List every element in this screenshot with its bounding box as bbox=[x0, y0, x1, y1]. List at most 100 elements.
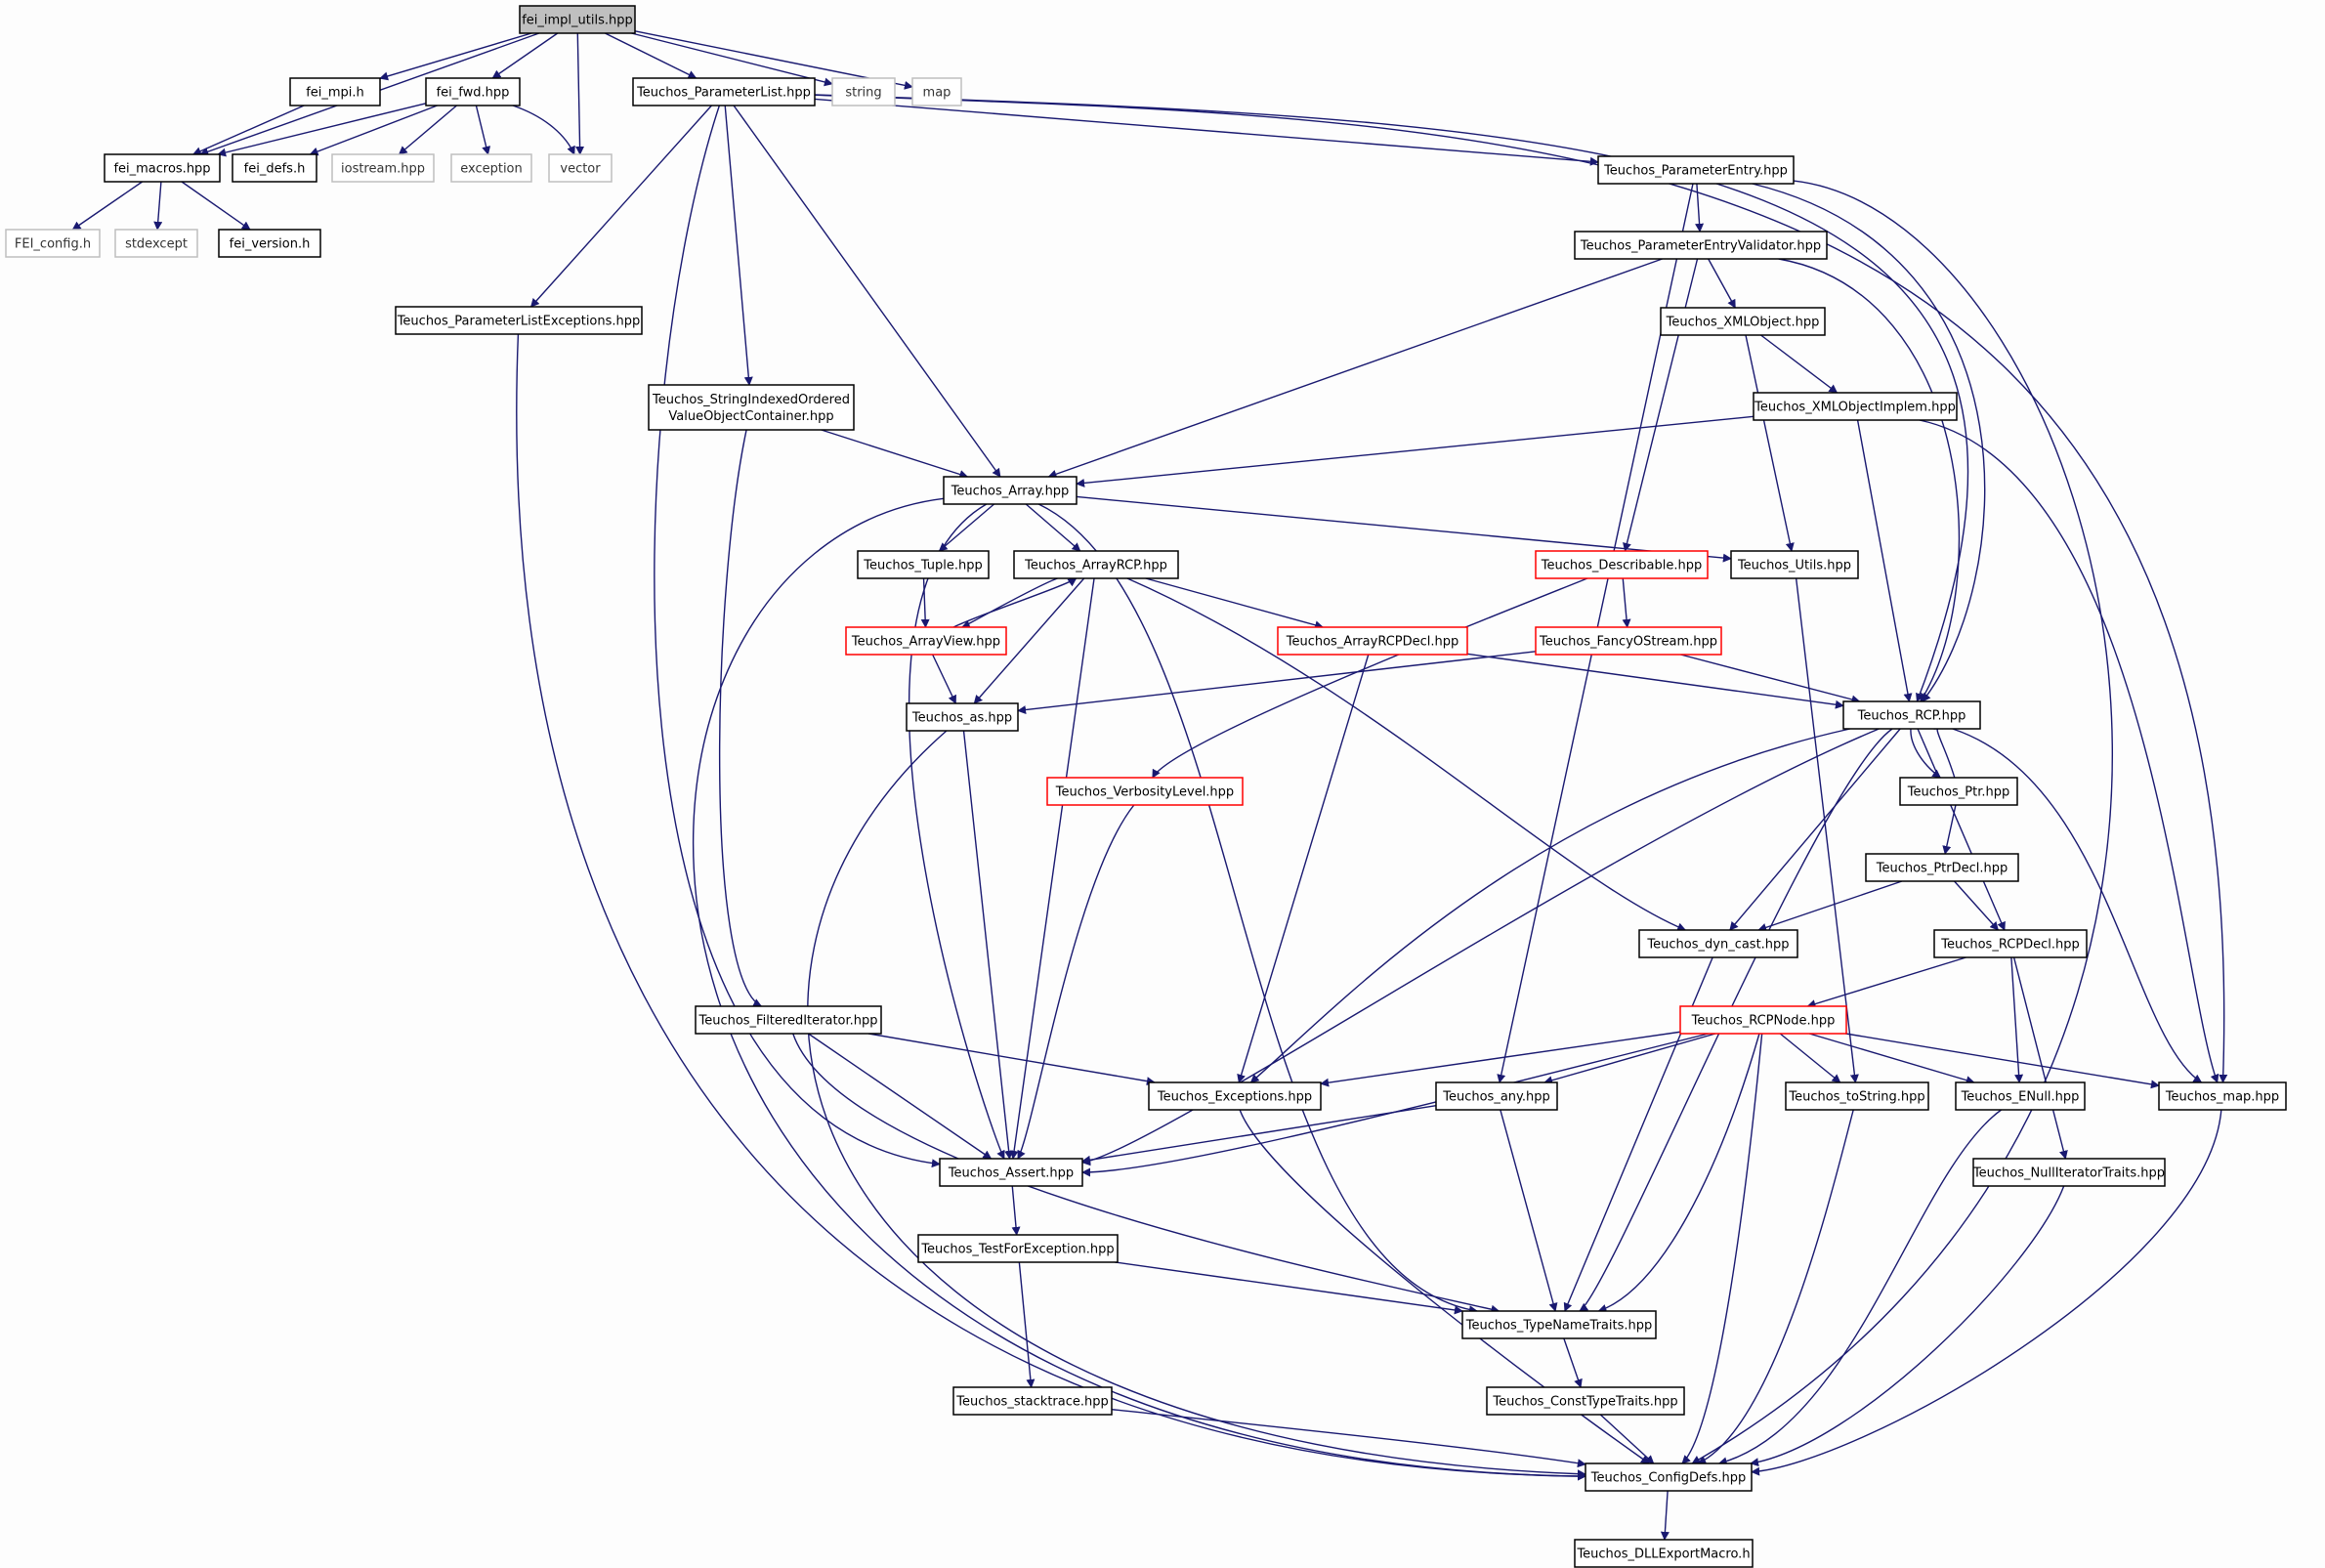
node-typename[interactable]: Teuchos_TypeNameTraits.hpp bbox=[1461, 1310, 1657, 1339]
node-arrayview[interactable]: Teuchos_ArrayView.hpp bbox=[845, 626, 1007, 656]
edge-fei_mpi-to-fei_macros bbox=[191, 105, 305, 155]
node-fei_macros[interactable]: fei_macros.hpp bbox=[104, 153, 221, 183]
edge-fancy-to-as bbox=[1017, 651, 1537, 715]
node-enull[interactable]: Teuchos_ENull.hpp bbox=[1955, 1081, 2086, 1111]
node-ptrdecl[interactable]: Teuchos_PtrDecl.hpp bbox=[1865, 853, 2019, 882]
edge-xmlimpl-to-rcp bbox=[1856, 419, 1913, 702]
edge-rcpnode-to-assert bbox=[1081, 1033, 1709, 1177]
node-stacktrace[interactable]: Teuchos_stacktrace.hpp bbox=[952, 1386, 1113, 1416]
edge-filtered-to-exceptions bbox=[867, 1033, 1156, 1086]
edge-plist_exc-to-configdefs bbox=[515, 333, 1586, 1481]
node-fei_version[interactable]: fei_version.h bbox=[218, 229, 321, 258]
node-plist_exc[interactable]: Teuchos_ParameterListExceptions.hpp bbox=[395, 306, 643, 335]
node-rcpdecl[interactable]: Teuchos_RCPDecl.hpp bbox=[1933, 929, 2088, 958]
edge-rcpdecl-to-nullit bbox=[2012, 956, 2068, 1160]
edge-array-to-typename bbox=[1037, 503, 1478, 1315]
node-label-root: fei_impl_utils.hpp bbox=[522, 14, 633, 28]
node-fei_fwd[interactable]: fei_fwd.hpp bbox=[425, 77, 521, 106]
node-label-tostring: Teuchos_toString.hpp bbox=[1788, 1090, 1924, 1105]
edge-pev-to-rcp bbox=[1778, 258, 1961, 702]
node-assert[interactable]: Teuchos_Assert.hpp bbox=[939, 1158, 1083, 1187]
node-box-pentry bbox=[1597, 155, 1795, 185]
node-exceptions[interactable]: Teuchos_Exceptions.hpp bbox=[1148, 1081, 1322, 1111]
node-utils[interactable]: Teuchos_Utils.hpp bbox=[1730, 550, 1859, 579]
node-tmap[interactable]: Teuchos_map.hpp bbox=[2158, 1081, 2287, 1111]
node-arcpdecl[interactable]: Teuchos_ArrayRCPDecl.hpp bbox=[1277, 626, 1468, 656]
node-as[interactable]: Teuchos_as.hpp bbox=[906, 702, 1019, 732]
node-label-sivoc-line0: Teuchos_StringIndexedOrdered bbox=[652, 393, 850, 407]
edge-rcp-to-exceptions bbox=[1249, 728, 1850, 1083]
edge-fei_fwd-to-exception bbox=[475, 105, 491, 155]
node-dllexport[interactable]: Teuchos_DLLExportMacro.h bbox=[1574, 1539, 1754, 1568]
node-box-vector bbox=[548, 153, 613, 183]
node-verbosity[interactable]: Teuchos_VerbosityLevel.hpp bbox=[1046, 777, 1244, 806]
node-label-consttype: Teuchos_ConstTypeTraits.hpp bbox=[1492, 1395, 1677, 1410]
node-pev[interactable]: Teuchos_ParameterEntryValidator.hpp bbox=[1574, 231, 1828, 260]
node-label-testexc: Teuchos_TestForException.hpp bbox=[920, 1243, 1114, 1257]
edge-arcp-to-as bbox=[973, 577, 1085, 704]
edge-array-to-utils bbox=[1076, 495, 1732, 563]
node-label-rcp: Teuchos_RCP.hpp bbox=[1857, 709, 1966, 724]
node-box-testexc bbox=[917, 1234, 1119, 1263]
node-testexc[interactable]: Teuchos_TestForException.hpp bbox=[917, 1234, 1119, 1263]
node-root[interactable]: fei_impl_utils.hpp bbox=[519, 5, 636, 34]
edge-ptrdecl-to-dyncast bbox=[1757, 880, 1903, 932]
edge-pentry-to-rcp bbox=[1752, 183, 1986, 702]
edge-enull-to-configdefs bbox=[1717, 1109, 2003, 1466]
node-label-rcpdecl: Teuchos_RCPDecl.hpp bbox=[1940, 938, 2080, 953]
edge-filtered-to-assert bbox=[808, 1033, 993, 1160]
node-ptr[interactable]: Teuchos_Ptr.hpp bbox=[1899, 777, 2018, 806]
node-nullit[interactable]: Teuchos_NullIteratorTraits.hpp bbox=[1972, 1158, 2166, 1187]
edge-any-to-assert bbox=[1081, 1105, 1437, 1165]
edge-tmap-to-configdefs bbox=[1751, 1109, 2222, 1476]
node-map: map bbox=[911, 77, 962, 106]
node-label-tmap: Teuchos_map.hpp bbox=[2165, 1090, 2279, 1105]
node-box-root bbox=[519, 5, 636, 34]
node-box-assert bbox=[939, 1158, 1083, 1187]
node-filtered[interactable]: Teuchos_FilteredIterator.hpp bbox=[695, 1005, 882, 1035]
node-label-assert: Teuchos_Assert.hpp bbox=[948, 1166, 1074, 1181]
edge-xmlimpl-to-array bbox=[1076, 415, 1754, 487]
edge-consttype-to-configdefs bbox=[1599, 1414, 1655, 1464]
node-pentry[interactable]: Teuchos_ParameterEntry.hpp bbox=[1597, 155, 1795, 185]
node-label-map: map bbox=[923, 86, 951, 101]
edge-root-to-fei_fwd bbox=[491, 32, 559, 79]
node-box-rcpdecl bbox=[1933, 929, 2088, 958]
edge-xmlobj-to-utils bbox=[1745, 334, 1795, 552]
node-arcp[interactable]: Teuchos_ArrayRCP.hpp bbox=[1013, 550, 1179, 579]
edge-root-to-string bbox=[631, 32, 833, 87]
edge-fei_macros-to-stdexcept bbox=[153, 181, 163, 231]
node-dyncast[interactable]: Teuchos_dyn_cast.hpp bbox=[1638, 929, 1798, 958]
node-fancy[interactable]: Teuchos_FancyOStream.hpp bbox=[1535, 626, 1722, 656]
edge-rcpdecl-to-rcpnode bbox=[1806, 956, 1966, 1008]
node-label-fei_macros: fei_macros.hpp bbox=[113, 162, 210, 177]
node-describable[interactable]: Teuchos_Describable.hpp bbox=[1535, 550, 1709, 579]
node-tostring[interactable]: Teuchos_toString.hpp bbox=[1785, 1081, 1929, 1111]
node-rcpnode[interactable]: Teuchos_RCPNode.hpp bbox=[1679, 1005, 1847, 1035]
node-box-verbosity bbox=[1046, 777, 1244, 806]
node-label-utils: Teuchos_Utils.hpp bbox=[1737, 559, 1851, 573]
edge-fei_fwd-to-iostream bbox=[398, 105, 457, 155]
node-box-fei_config bbox=[5, 229, 101, 258]
node-label-ptr: Teuchos_Ptr.hpp bbox=[1907, 785, 2010, 800]
node-box-xmlobj bbox=[1660, 307, 1826, 336]
node-fei_defs[interactable]: fei_defs.h bbox=[232, 153, 317, 183]
node-label-xmlobj: Teuchos_XMLObject.hpp bbox=[1666, 316, 1820, 330]
node-array[interactable]: Teuchos_Array.hpp bbox=[943, 476, 1078, 505]
node-consttype[interactable]: Teuchos_ConstTypeTraits.hpp bbox=[1486, 1386, 1685, 1416]
node-tuple[interactable]: Teuchos_Tuple.hpp bbox=[857, 550, 990, 579]
node-configdefs[interactable]: Teuchos_ConfigDefs.hpp bbox=[1585, 1462, 1753, 1492]
edge-typename-to-consttype bbox=[1563, 1337, 1583, 1388]
node-fei_mpi[interactable]: fei_mpi.h bbox=[289, 77, 381, 106]
node-xmlimpl[interactable]: Teuchos_XMLObjectImplem.hpp bbox=[1753, 392, 1958, 421]
node-any[interactable]: Teuchos_any.hpp bbox=[1435, 1081, 1558, 1111]
node-box-utils bbox=[1730, 550, 1859, 579]
node-sivoc[interactable]: Teuchos_StringIndexedOrderedValueObjectC… bbox=[648, 384, 855, 431]
node-box-fei_mpi bbox=[289, 77, 381, 106]
edge-fei_fwd-to-fei_macros bbox=[217, 103, 427, 157]
node-xmlobj[interactable]: Teuchos_XMLObject.hpp bbox=[1660, 307, 1826, 336]
node-rcp[interactable]: Teuchos_RCP.hpp bbox=[1842, 700, 1981, 730]
node-plist[interactable]: Teuchos_ParameterList.hpp bbox=[632, 77, 816, 106]
edge-ptr-to-rcp bbox=[1933, 721, 1956, 779]
node-box-xmlimpl bbox=[1753, 392, 1958, 421]
